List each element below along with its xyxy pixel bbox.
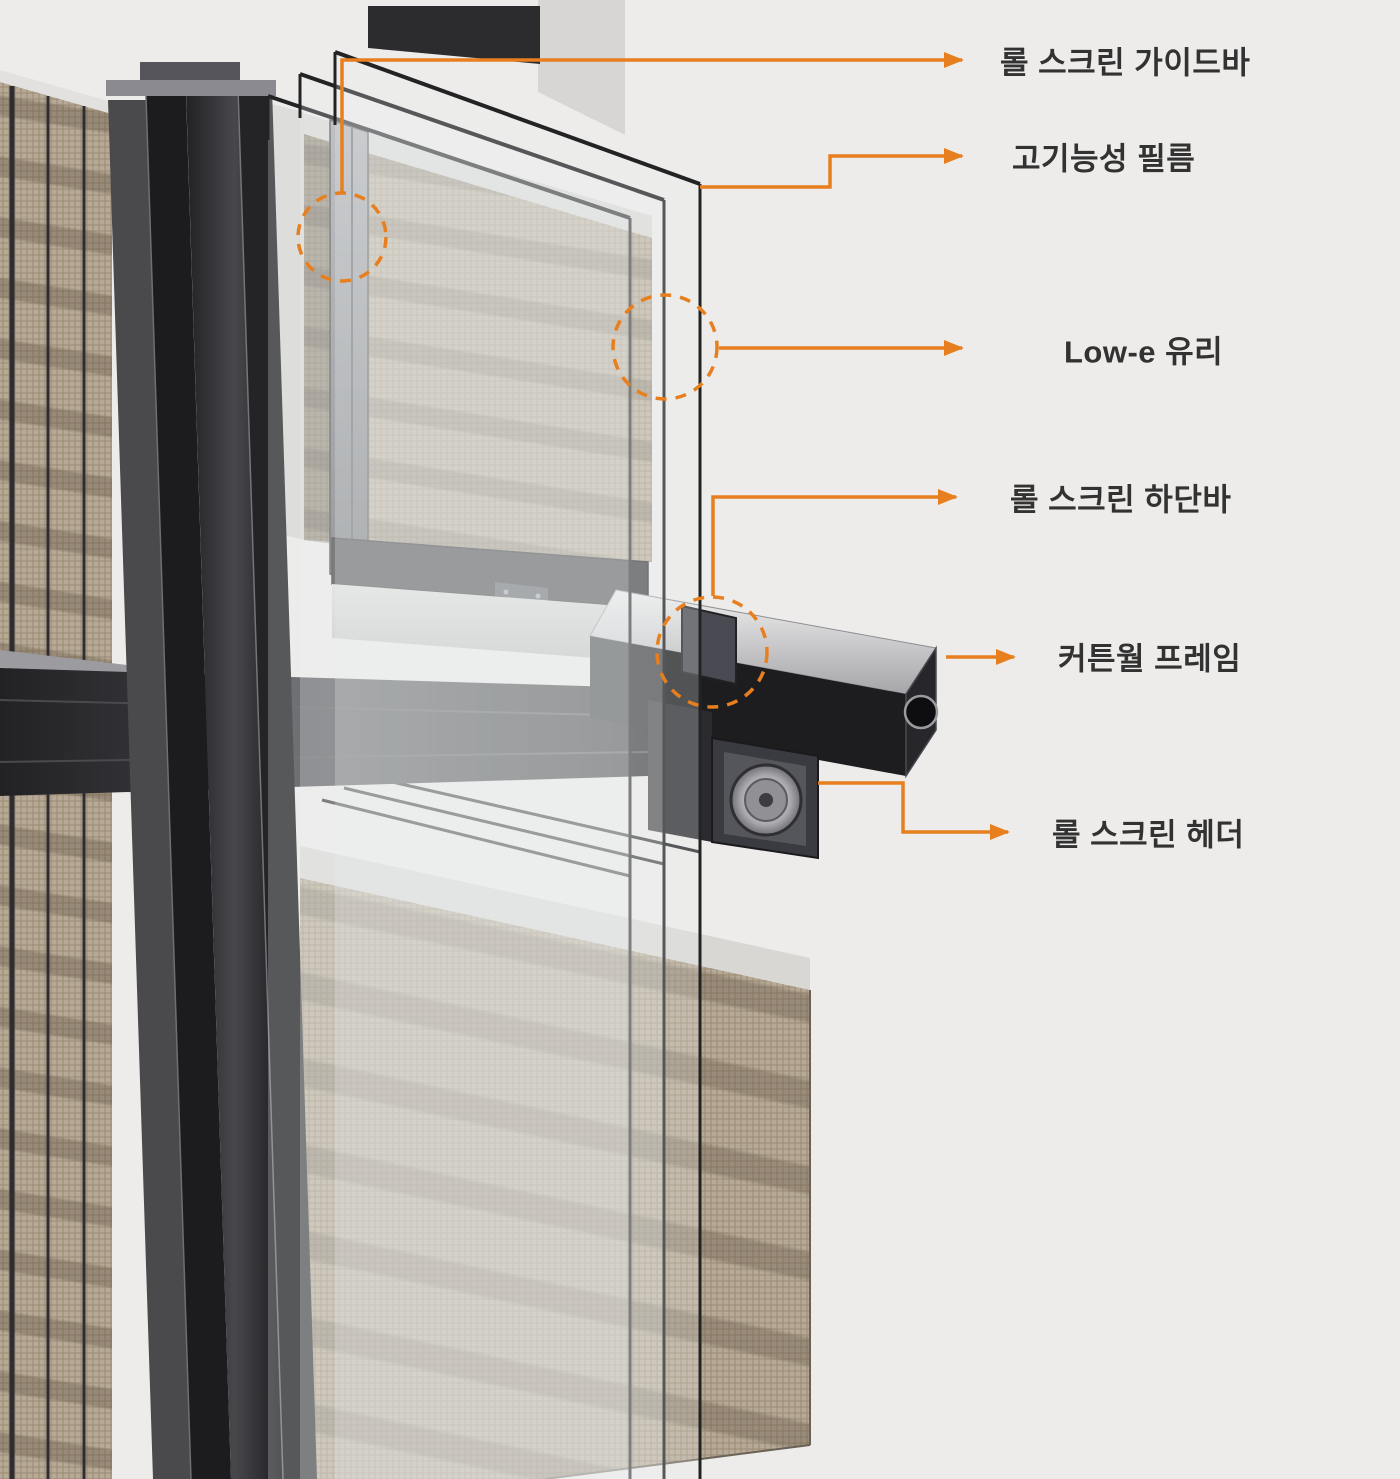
mullion xyxy=(106,62,317,1479)
mullion-cap xyxy=(106,80,276,96)
transom-line xyxy=(0,751,649,763)
handle-dot xyxy=(503,589,509,595)
handle-dot xyxy=(535,593,541,599)
lower-window xyxy=(300,774,811,1479)
mesh-bottom-edge xyxy=(544,1444,811,1479)
glazing-sheets xyxy=(266,50,702,1479)
transom-line xyxy=(0,699,649,717)
roller-axle xyxy=(759,793,773,807)
top-cap xyxy=(368,6,540,64)
mullion-strip xyxy=(108,100,191,1479)
mullion-cap xyxy=(140,62,240,80)
glass-edge xyxy=(365,774,701,854)
label-roll-screen-bottom-bar: 롤 스크린 하단바 xyxy=(1010,482,1232,518)
mullion-strip xyxy=(238,88,317,1479)
mesh-bands-upper xyxy=(304,134,652,562)
mullion-seam xyxy=(145,95,192,1479)
lower-head-frame xyxy=(300,846,810,990)
label-high-performance-film: 고기능성 필름 xyxy=(1012,141,1196,177)
label-roll-screen-guide-bar: 롤 스크린 가이드바 xyxy=(1000,45,1251,81)
frame-box-hole xyxy=(903,694,939,730)
glass-edge xyxy=(321,798,631,878)
label-low-e-glass: Low-e 유리 xyxy=(1064,334,1224,370)
glass-sheet-inner xyxy=(266,94,632,1479)
label-roll-screen-header: 롤 스크린 헤더 xyxy=(1052,817,1245,853)
upper-sill xyxy=(332,584,648,662)
mullion-strip xyxy=(186,92,283,1479)
mesh-bands-lower xyxy=(300,878,810,1479)
roll-screen-header-box xyxy=(711,736,819,860)
bottom-bar-handle xyxy=(495,582,548,602)
mullion-seam xyxy=(237,87,284,1479)
glass-edge xyxy=(343,786,665,866)
glass-sheet-outer-film xyxy=(333,50,702,1479)
label-curtain-wall-frame: 커튼월 프레임 xyxy=(1058,641,1242,677)
mullion-strip xyxy=(146,96,231,1479)
